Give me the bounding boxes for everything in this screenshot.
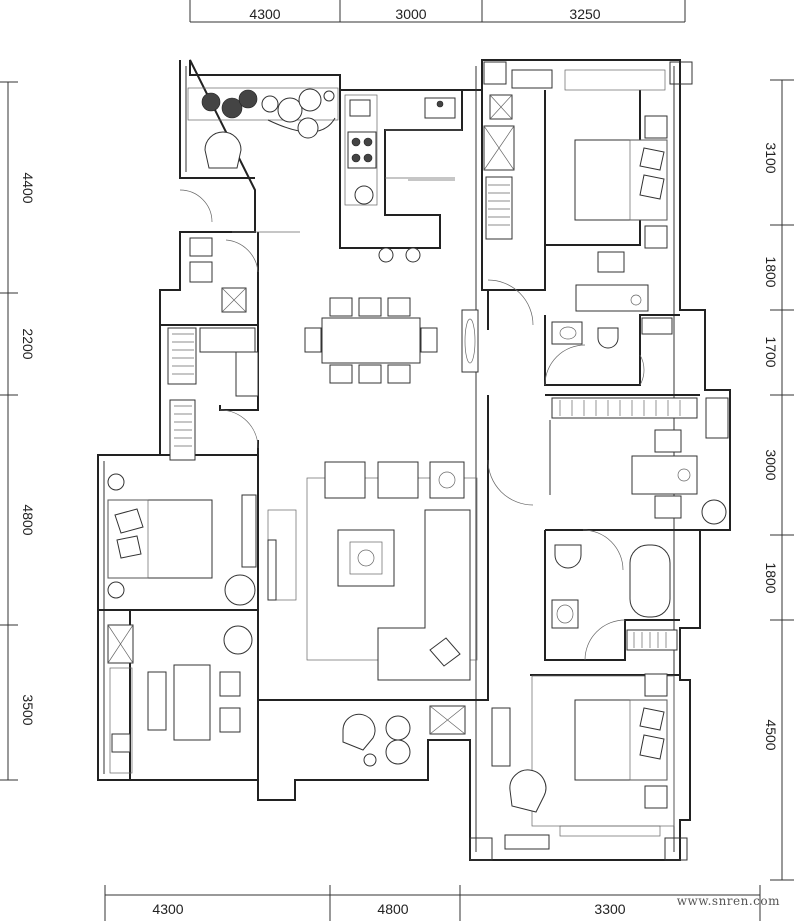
wardrobe-hatching <box>172 333 194 447</box>
dim-left-0: 4400 <box>20 172 36 203</box>
dining-area <box>304 297 479 384</box>
dimension-bottom: 4300 4800 3300 <box>104 885 761 921</box>
study-right <box>549 397 729 525</box>
desk-icon <box>173 664 211 741</box>
dim-left-1: 2200 <box>20 328 36 359</box>
door-swings <box>179 179 534 506</box>
dim-bottom-0: 4300 <box>152 901 183 917</box>
dim-right-1: 1800 <box>763 256 779 287</box>
kitchen-sink-icon <box>354 185 374 205</box>
top-balcony <box>187 87 339 169</box>
dining-table-icon <box>321 317 421 364</box>
bathroom-lower <box>551 529 678 661</box>
bottom-balcony <box>342 705 466 767</box>
dim-left-3: 3500 <box>20 694 36 725</box>
bathroom-upper <box>544 317 673 386</box>
stove-icon <box>347 131 377 169</box>
bedroom-bottom-right <box>491 673 675 850</box>
study-desk-icon <box>631 455 698 495</box>
bedroom-top-right <box>483 69 668 312</box>
dim-right-4: 1800 <box>763 562 779 593</box>
coffee-table-icon <box>337 529 395 587</box>
dim-top-1: 3000 <box>395 6 426 22</box>
dim-right-2: 1700 <box>763 336 779 367</box>
dim-bottom-2: 3300 <box>594 901 625 917</box>
living-room <box>267 461 478 681</box>
lounge-chair-icon <box>204 131 242 169</box>
sofa-icon <box>377 509 471 681</box>
dim-right-3: 3000 <box>763 449 779 480</box>
dimension-left: 4400 2200 4800 3500 <box>0 81 36 781</box>
kitchen <box>344 94 462 263</box>
bedroom-left <box>107 473 257 606</box>
dimension-right: 3100 1800 1700 3000 1800 4500 <box>763 79 794 881</box>
study-left <box>107 624 253 774</box>
dim-top-0: 4300 <box>249 6 280 22</box>
toilet-icon <box>597 327 619 349</box>
dim-right-0: 3100 <box>763 142 779 173</box>
dimension-top: 4300 3000 3250 <box>189 0 686 23</box>
dim-top-2: 3250 <box>569 6 600 22</box>
dim-bottom-1: 4800 <box>377 901 408 917</box>
dim-right-5: 4500 <box>763 719 779 750</box>
entry-storage <box>167 237 259 461</box>
watermark-text: www.snren.com <box>677 894 780 908</box>
bathtub-icon <box>629 544 671 618</box>
dim-left-2: 4800 <box>20 504 36 535</box>
